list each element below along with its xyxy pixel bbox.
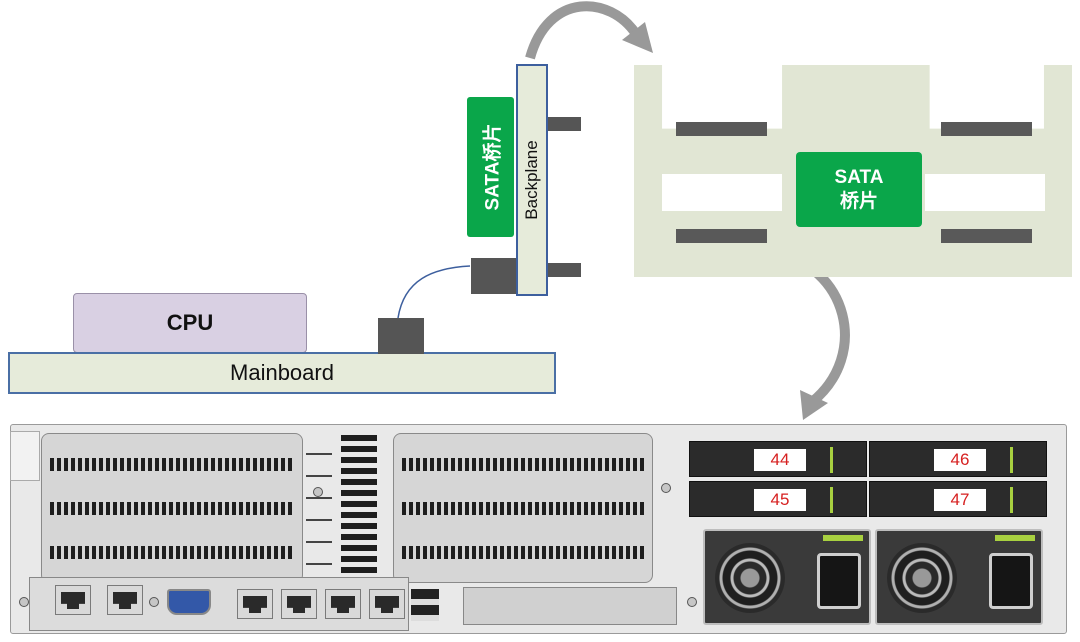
screw xyxy=(313,487,323,497)
power-socket[interactable] xyxy=(989,553,1033,609)
usb-ports[interactable] xyxy=(411,589,439,621)
vent-row xyxy=(50,546,294,559)
drive-bay-label: 45 xyxy=(754,489,806,511)
drive-bay-label: 44 xyxy=(754,449,806,471)
screw xyxy=(687,597,697,607)
detail-slot-bottom-left xyxy=(676,229,767,243)
backplane-pin-bottom xyxy=(548,263,581,277)
vent-row xyxy=(402,458,644,471)
sata-bridge-label-line1: SATA xyxy=(834,166,884,188)
management-port[interactable] xyxy=(55,585,91,615)
drive-latch xyxy=(830,487,833,513)
detail-cutout-left xyxy=(662,174,782,211)
sata-bridge-label-line2: 桥片 xyxy=(839,190,878,212)
fan-icon xyxy=(887,543,957,613)
mainboard-label: Mainboard xyxy=(230,360,334,385)
network-port[interactable] xyxy=(281,589,317,619)
arrow-backplane-to-detail xyxy=(525,1,641,60)
backplane-connector xyxy=(471,258,517,294)
mainboard: Mainboard xyxy=(8,352,556,394)
vent-row xyxy=(402,502,644,515)
mainboard-connector xyxy=(378,318,424,354)
vent-row xyxy=(50,502,294,515)
detail-slot-top-left xyxy=(676,122,767,136)
drive-latch xyxy=(1010,447,1013,473)
screw xyxy=(149,597,159,607)
detail-slot-bottom-right xyxy=(941,229,1032,243)
network-port[interactable] xyxy=(325,589,361,619)
riser-cage-left xyxy=(41,433,303,583)
arrow-head-top xyxy=(622,22,653,53)
vga-port[interactable] xyxy=(167,589,211,615)
cpu-label: CPU xyxy=(166,310,214,335)
sata-cable xyxy=(397,265,471,319)
drive-bay-47[interactable]: 47 xyxy=(869,481,1047,517)
network-port[interactable] xyxy=(369,589,405,619)
center-vent-column xyxy=(341,435,377,583)
drive-bay-label: 46 xyxy=(934,449,986,471)
drive-latch xyxy=(830,447,833,473)
backplane: Backplane xyxy=(516,64,548,296)
sata-bridge-chip: SATA 桥片 xyxy=(796,152,922,227)
psu-handle[interactable] xyxy=(823,535,863,541)
drive-latch xyxy=(1010,487,1013,513)
network-port[interactable] xyxy=(237,589,273,619)
server-rear-panel: 44 46 45 47 xyxy=(10,424,1067,634)
drive-bay-45[interactable]: 45 xyxy=(689,481,867,517)
chassis-ear-left xyxy=(10,431,40,481)
backplane-pin-top xyxy=(548,117,581,131)
psu-handle[interactable] xyxy=(995,535,1035,541)
backplane-label: Backplane xyxy=(522,140,541,220)
arrow-head-bottom xyxy=(800,390,828,420)
drive-bay-46[interactable]: 46 xyxy=(869,441,1047,477)
sata-bridge-label-vertical: SATA桥片 xyxy=(482,123,503,211)
drive-bay-label: 47 xyxy=(934,489,986,511)
network-port[interactable] xyxy=(107,585,143,615)
cpu-block: CPU xyxy=(73,293,307,353)
riser-cage-right xyxy=(393,433,653,583)
vent-row xyxy=(402,546,644,559)
sata-bridge-chip-vertical: SATA桥片 xyxy=(467,97,514,237)
detail-slot-top-right xyxy=(941,122,1032,136)
power-socket[interactable] xyxy=(817,553,861,609)
screw xyxy=(661,483,671,493)
power-supply-2[interactable] xyxy=(875,529,1043,625)
detail-cutout-right xyxy=(925,174,1045,211)
power-supply-1[interactable] xyxy=(703,529,871,625)
fan-icon xyxy=(715,543,785,613)
slot-label-strip xyxy=(306,453,332,573)
blank-slot-cover xyxy=(463,587,677,625)
screw xyxy=(19,597,29,607)
vent-row xyxy=(50,458,294,471)
drive-bay-44[interactable]: 44 xyxy=(689,441,867,477)
